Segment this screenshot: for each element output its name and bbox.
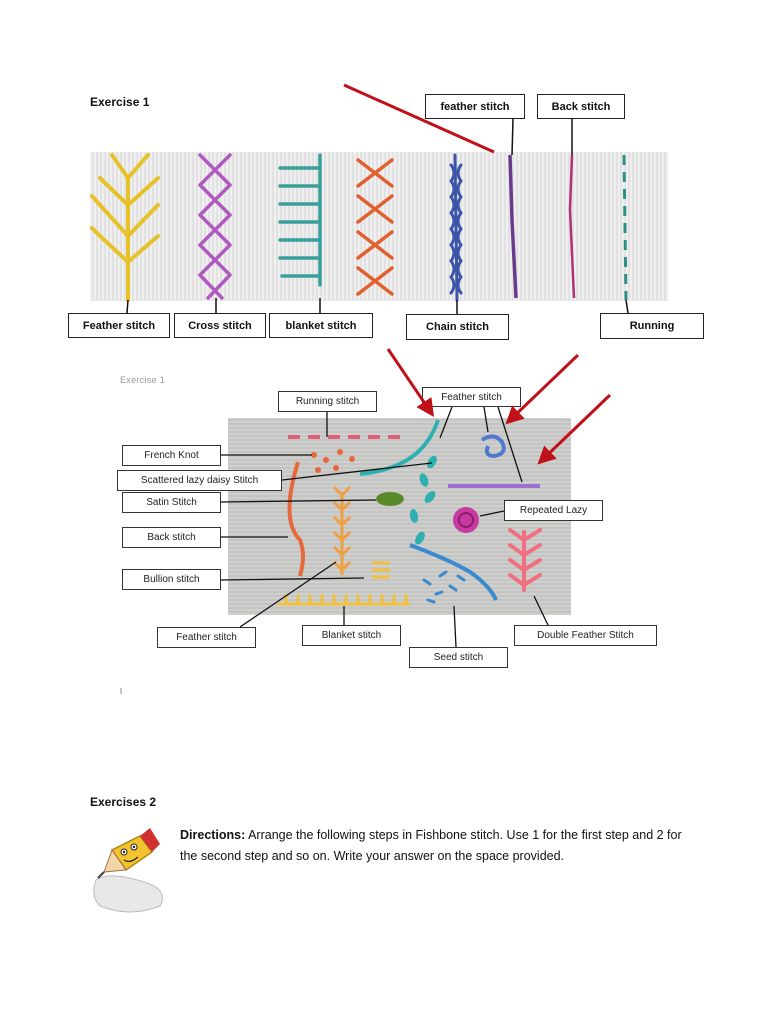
sampler-double-feather-stitch [508, 528, 542, 592]
label-chain-stitch: Chain stitch [406, 314, 509, 340]
exercise-1-heading: Exercise 1 [90, 95, 150, 109]
label-feather-stitch-top: feather stitch [425, 94, 525, 119]
sampler-french-knots [311, 449, 355, 473]
label-french-knot: French Knot [122, 445, 221, 466]
label-lazy-daisy-stitch: Scattered lazy daisy Stitch [117, 470, 282, 491]
sampler-feather-stitch-teal [359, 419, 440, 476]
label-running-stitch-sampler: Running stitch [278, 391, 377, 412]
label-feather-stitch-sampler-top: Feather stitch [422, 387, 521, 407]
stem-stitch-violet-sample [508, 154, 518, 299]
sampler-chain-stitch-blue [409, 543, 498, 601]
pencil-mascot-icon [93, 828, 163, 913]
sampler-spiral-stitch [480, 434, 506, 459]
label-satin-stitch: Satin Stitch [122, 492, 221, 513]
label-blanket-stitch: blanket stitch [269, 313, 373, 338]
label-running-stitch: Running [600, 313, 704, 339]
label-back-stitch-sampler: Back stitch [122, 527, 221, 548]
exercise-2-heading: Exercises 2 [90, 795, 157, 809]
sampler-blanket-stitch [278, 594, 410, 606]
chain-stitch-sample [449, 153, 463, 302]
sampler-seed-stitches [422, 570, 466, 604]
sampler-leader-lines [220, 406, 549, 648]
back-stitch-sample [568, 154, 576, 299]
sampler-rose-stitch [453, 507, 479, 533]
sampler-back-stitch [287, 461, 305, 577]
label-back-stitch-top: Back stitch [537, 94, 625, 119]
red-arrows [343, 83, 612, 465]
sampler-fly-stitches [332, 485, 352, 575]
blanket-stitch-sample [278, 153, 322, 287]
exercise-2-directions: Directions: Arrange the following steps … [180, 825, 700, 867]
sampler-lazy-daisy [409, 455, 437, 545]
label-double-feather-stitch: Double Feather Stitch [514, 625, 657, 646]
sampler-satin-stitch [376, 492, 404, 506]
label-repeated-lazy: Repeated Lazy [504, 500, 603, 521]
cross-stitch-orange-sample [356, 158, 394, 296]
directions-text: Arrange the following steps in Fishbone … [180, 828, 682, 863]
exercise-1-leader-lines [126, 118, 629, 314]
label-blanket-stitch-sampler: Blanket stitch [302, 625, 401, 646]
label-cross-stitch: Cross stitch [174, 313, 266, 338]
label-feather-stitch-sampler-bottom: Feather stitch [157, 627, 256, 648]
running-stitch-sample [622, 154, 628, 301]
label-seed-stitch: Seed stitch [409, 647, 508, 668]
directions-label: Directions: [180, 828, 246, 842]
sampler-bullion-stitch [372, 561, 390, 579]
sampler-faint-heading: Exercise 1 [120, 375, 166, 385]
cross-stitch-sample [198, 153, 232, 300]
label-feather-stitch: Feather stitch [68, 313, 170, 338]
feather-stitch-sample [90, 153, 160, 302]
label-bullion-stitch: Bullion stitch [122, 569, 221, 590]
